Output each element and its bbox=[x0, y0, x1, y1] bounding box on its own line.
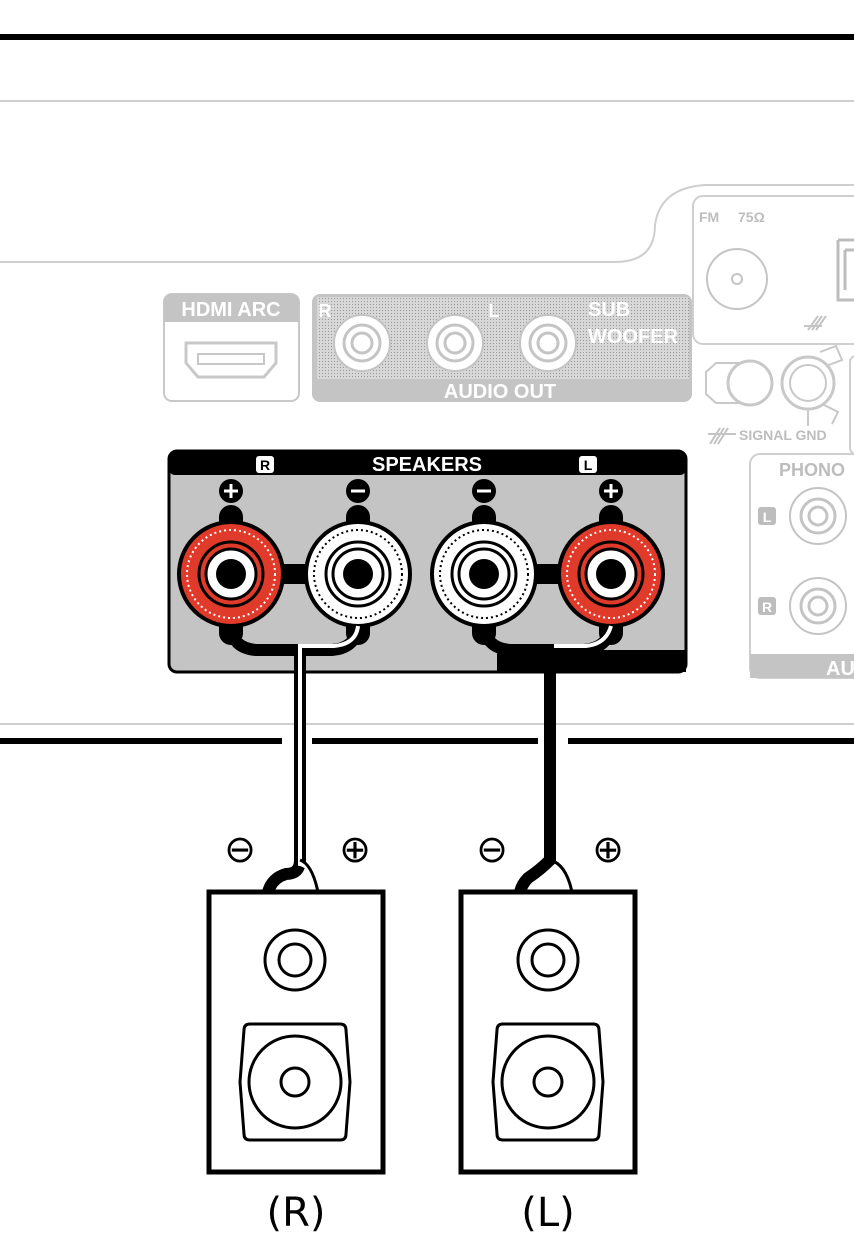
fm-antenna-jack[interactable] bbox=[706, 248, 768, 310]
phono-r-label: R bbox=[762, 599, 772, 615]
speaker-cable-l bbox=[478, 624, 617, 894]
subwoofer-label-line2: WOOFER bbox=[588, 326, 679, 348]
antenna-terminal-icon bbox=[836, 238, 854, 302]
bottom-border-left bbox=[0, 738, 282, 744]
audio-out-r-label: R bbox=[319, 301, 332, 321]
bottom-border-right bbox=[568, 738, 854, 744]
plus-mark-l bbox=[599, 479, 623, 503]
phono-block: PHONO L R AU bbox=[749, 355, 854, 680]
plus-mark-r bbox=[219, 479, 243, 503]
phono-r-jack[interactable] bbox=[789, 577, 847, 635]
speakers-terminal-block: SPEAKERS R L bbox=[167, 449, 688, 674]
minus-mark-l bbox=[472, 479, 496, 503]
speaker-r bbox=[206, 889, 386, 1175]
fm-impedance-label: 75Ω bbox=[738, 209, 765, 225]
speaker-r-label: (R) bbox=[266, 1190, 325, 1236]
speakers-label: SPEAKERS bbox=[372, 454, 482, 476]
speaker-terminal-l-plus[interactable] bbox=[557, 505, 665, 645]
speaker-l-plus-symbol: ⊕ bbox=[592, 827, 624, 871]
audio-out-l-label: L bbox=[489, 301, 500, 321]
top-border-line bbox=[0, 34, 854, 40]
speaker-terminal-l-minus[interactable] bbox=[430, 505, 538, 645]
fm-antenna-block: FM 75Ω bbox=[692, 195, 854, 345]
subwoofer-jack[interactable] bbox=[519, 314, 577, 372]
speaker-l-label: (L) bbox=[521, 1190, 575, 1236]
phono-label: PHONO bbox=[779, 460, 845, 480]
hdmi-arc-label: HDMI ARC bbox=[181, 299, 280, 321]
bottom-border-mid bbox=[312, 738, 538, 744]
signal-gnd-label: SIGNAL GND bbox=[739, 427, 827, 443]
speaker-cable-r bbox=[225, 625, 364, 894]
phono-l-label: L bbox=[763, 509, 772, 525]
audio-out-label: AUDIO OUT bbox=[444, 381, 556, 403]
audio-out-r-jack[interactable] bbox=[333, 314, 391, 372]
panel-contour bbox=[0, 184, 854, 263]
speaker-r-plus-symbol: ⊕ bbox=[339, 827, 371, 871]
speaker-terminal-r-plus[interactable] bbox=[177, 505, 285, 645]
speaker-l-minus-symbol: ⊖ bbox=[476, 827, 508, 871]
signal-gnd-ground-icon bbox=[708, 427, 736, 445]
speakers-r-label: R bbox=[260, 457, 270, 473]
aux-partial-label: AU bbox=[826, 658, 854, 680]
fm-label: FM bbox=[699, 209, 719, 225]
speaker-l bbox=[458, 889, 638, 1175]
signal-gnd-terminal[interactable] bbox=[705, 344, 844, 426]
audio-out-l-jack[interactable] bbox=[426, 314, 484, 372]
speaker-r-minus-symbol: ⊖ bbox=[224, 827, 256, 871]
minus-mark-r bbox=[346, 479, 370, 503]
subwoofer-label-line1: SUB bbox=[588, 299, 630, 321]
ground-symbol-icon bbox=[804, 315, 827, 331]
speaker-terminal-r-minus[interactable] bbox=[304, 505, 412, 645]
hdmi-arc-port[interactable]: HDMI ARC bbox=[163, 293, 300, 402]
speakers-l-label: L bbox=[584, 457, 593, 473]
phono-l-jack[interactable] bbox=[789, 487, 847, 545]
